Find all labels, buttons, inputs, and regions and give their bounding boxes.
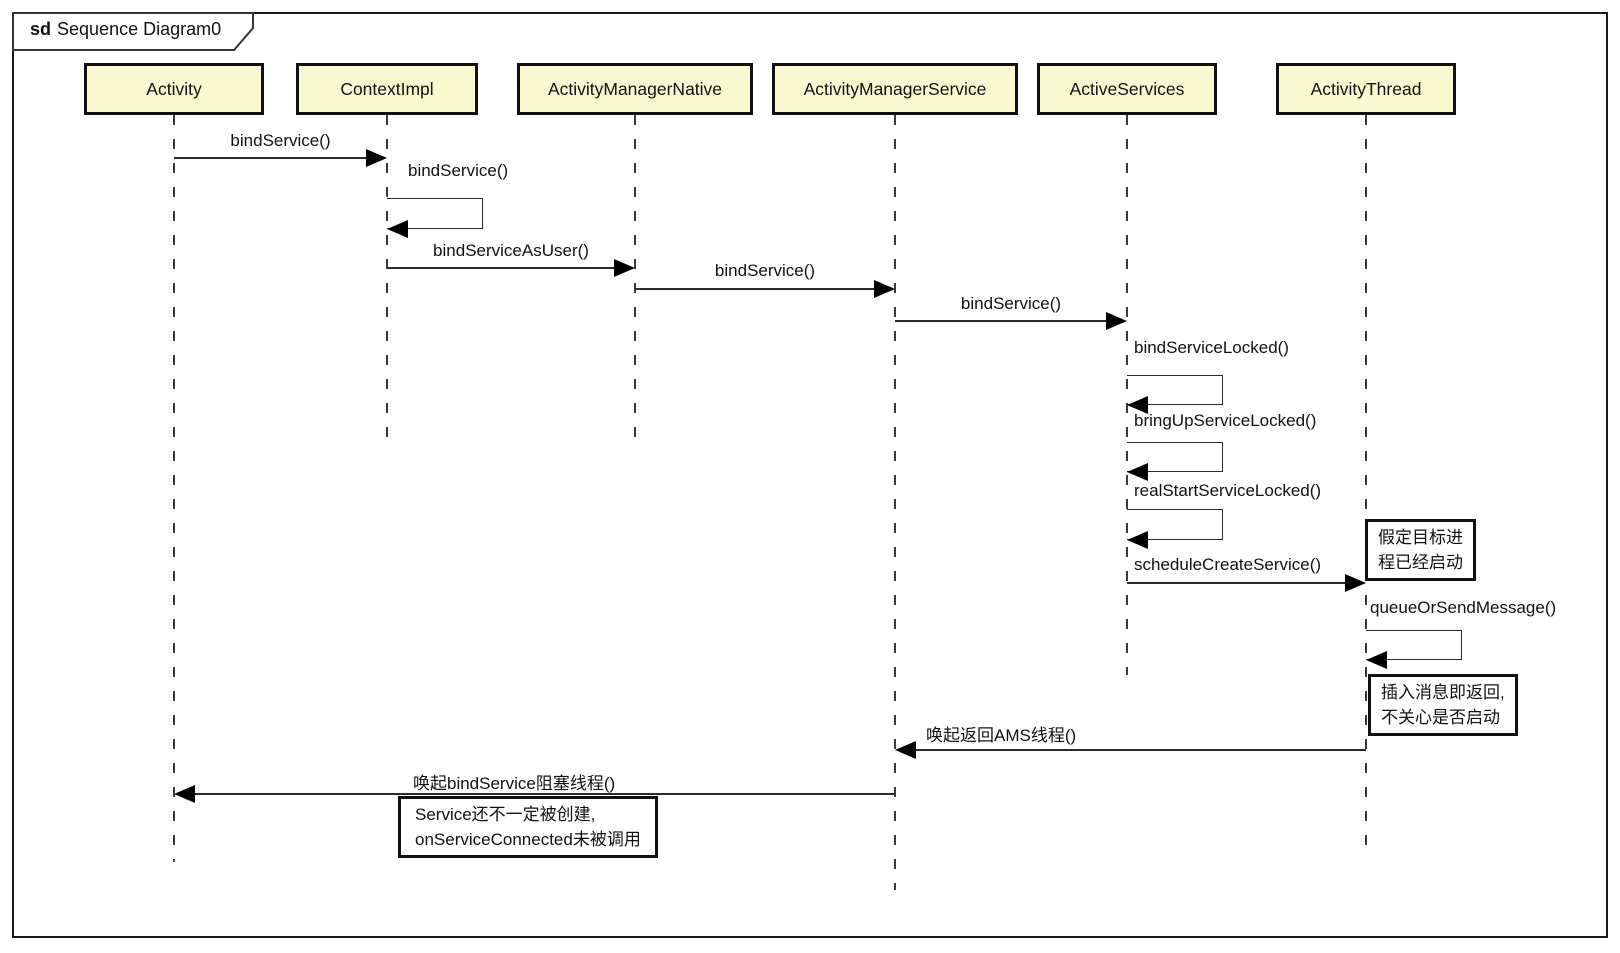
arrowhead-right-icon <box>366 149 387 167</box>
note-line: 程已经启动 <box>1378 553 1463 572</box>
message-line <box>193 793 895 795</box>
arrowhead-right-icon <box>874 280 895 298</box>
lifeline-activitymanagerservice <box>894 115 896 890</box>
message-label-schedulecreateservice: scheduleCreateService() <box>1134 555 1322 574</box>
note-line: Service还不一定被创建, <box>415 805 596 824</box>
arrowhead-left-icon <box>1127 531 1148 549</box>
note-service-not-created: Service还不一定被创建, onServiceConnected未被调用 <box>398 796 658 858</box>
note-line: 插入消息即返回, <box>1381 683 1505 702</box>
message-label-wake-bindservice-thread: 唤起bindService阻塞线程() <box>413 774 616 793</box>
message-line <box>635 288 874 290</box>
lifeline-activeservices <box>1126 115 1128 675</box>
message-line <box>1127 582 1345 584</box>
participant-activity: Activity <box>84 63 264 115</box>
lifeline-activitymanagernative <box>634 115 636 450</box>
participant-activitymanagernative: ActivityManagerNative <box>517 63 753 115</box>
message-line <box>174 157 367 159</box>
lifeline-contextimpl <box>386 115 388 450</box>
note-message-queued-returns: 插入消息即返回, 不关心是否启动 <box>1368 674 1518 736</box>
participant-activitythread: ActivityThread <box>1276 63 1456 115</box>
message-label-bindservice-2: bindService() <box>714 261 816 280</box>
self-call-loop <box>1127 442 1223 472</box>
lifeline-activity <box>173 115 175 862</box>
frame-title-tab <box>12 12 254 51</box>
message-line <box>387 267 614 269</box>
note-line: onServiceConnected未被调用 <box>415 830 641 849</box>
participant-activeservices: ActiveServices <box>1037 63 1217 115</box>
frame-title-label: Sequence Diagram0 <box>57 19 222 39</box>
message-label-bindserviceasuser: bindServiceAsUser() <box>433 241 589 260</box>
note-line: 假定目标进 <box>1378 528 1463 547</box>
arrowhead-right-icon <box>1106 312 1127 330</box>
participant-contextimpl: ContextImpl <box>296 63 478 115</box>
message-label-bindservice-3: bindService() <box>960 294 1062 313</box>
self-call-loop <box>1127 509 1223 540</box>
participant-activitymanagerservice: ActivityManagerService <box>772 63 1018 115</box>
self-call-loop <box>1366 630 1462 660</box>
self-call-loop <box>1127 375 1223 405</box>
lifeline-activitythread <box>1365 115 1367 845</box>
message-label-realstartservicelocked: realStartServiceLocked() <box>1134 481 1322 500</box>
frame-keyword: sd <box>30 19 52 39</box>
message-label-bindservice-1: bindService() <box>230 131 331 150</box>
message-label-queueorsendmessage: queueOrSendMessage() <box>1370 598 1557 617</box>
arrowhead-left-icon <box>895 741 916 759</box>
message-line <box>914 749 1366 751</box>
arrowhead-left-icon <box>1127 396 1148 414</box>
note-line: 不关心是否启动 <box>1381 708 1500 727</box>
arrowhead-left-icon <box>1127 463 1148 481</box>
message-line <box>895 320 1106 322</box>
message-label-bindservice-self: bindService() <box>408 161 509 180</box>
diagram-frame <box>12 12 1608 938</box>
arrowhead-left-icon <box>1366 651 1387 669</box>
arrowhead-right-icon <box>1345 574 1366 592</box>
message-label-bindservicelocked: bindServiceLocked() <box>1134 338 1289 357</box>
message-label-bringupservicelocked: bringUpServiceLocked() <box>1134 411 1317 430</box>
arrowhead-left-icon <box>387 220 408 238</box>
message-label-wake-ams-thread: 唤起返回AMS线程() <box>926 726 1077 745</box>
arrowhead-right-icon <box>614 259 635 277</box>
arrowhead-left-icon <box>174 785 195 803</box>
note-target-process-started: 假定目标进 程已经启动 <box>1365 519 1476 581</box>
self-call-loop <box>387 198 483 229</box>
